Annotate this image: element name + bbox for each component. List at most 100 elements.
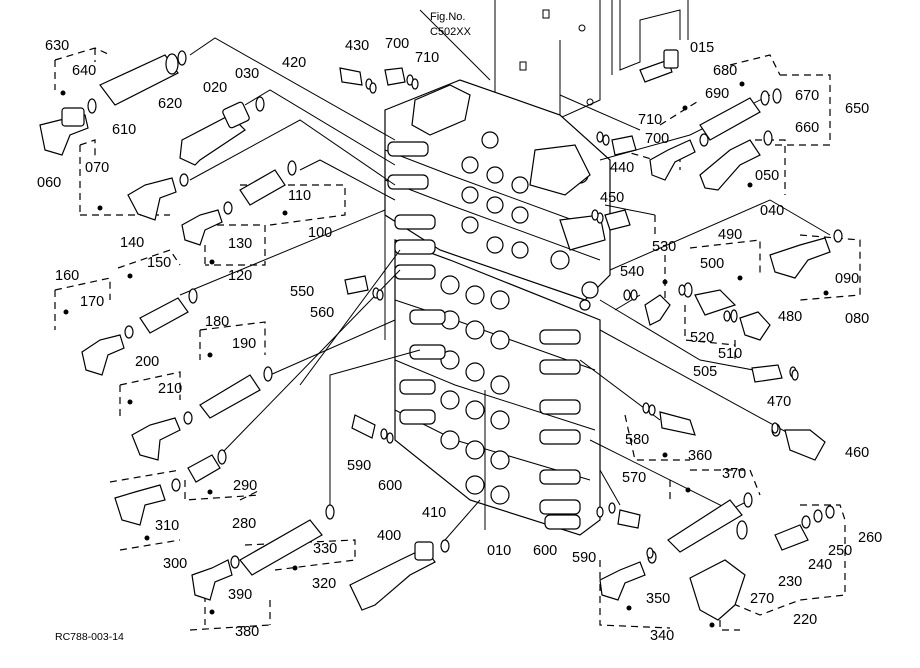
callout-320: 320	[312, 576, 336, 592]
callout-220: 220	[793, 612, 817, 628]
part-700-plug-right	[602, 134, 637, 156]
part-150-adapter	[127, 273, 198, 334]
part-700-plug-top	[384, 67, 414, 86]
callout-160: 160	[55, 268, 79, 284]
callout-440: 440	[610, 160, 634, 176]
part-540-elbow	[630, 279, 671, 326]
part-690-fitting	[649, 105, 709, 181]
callout-300: 300	[163, 556, 187, 572]
part-220-valve-assembly	[689, 505, 835, 628]
callout-600-left: 600	[378, 478, 402, 494]
part-200-elbow	[127, 399, 193, 461]
part-590-plug-left	[351, 414, 388, 440]
callout-400: 400	[377, 528, 401, 544]
callout-080: 080	[845, 311, 869, 327]
callout-710-top: 710	[415, 50, 439, 66]
callout-340: 340	[650, 628, 674, 644]
spool-caps	[539, 329, 581, 530]
callout-560: 560	[310, 305, 334, 321]
callout-380: 380	[235, 624, 259, 640]
callout-550: 550	[290, 284, 314, 300]
callout-410: 410	[422, 505, 446, 521]
callout-430: 430	[345, 38, 369, 54]
part-130-fitting	[181, 201, 233, 265]
callout-200: 200	[135, 354, 159, 370]
control-valve-body	[384, 79, 611, 536]
drawing-code: RC788-003-14	[55, 631, 124, 643]
callout-650: 650	[845, 101, 869, 117]
part-630-elbow	[39, 90, 97, 156]
callout-700-top: 700	[385, 36, 409, 52]
mounting-bracket	[494, 0, 689, 119]
callout-690: 690	[705, 86, 729, 102]
callout-570: 570	[622, 470, 646, 486]
callout-620: 620	[158, 96, 182, 112]
callout-660: 660	[795, 120, 819, 136]
callout-290: 290	[233, 478, 257, 494]
callout-130: 130	[228, 236, 252, 252]
part-680-tube	[699, 81, 782, 141]
part-480-plug	[751, 364, 797, 383]
callout-670: 670	[795, 88, 819, 104]
callout-270: 270	[750, 591, 774, 607]
callout-530: 530	[652, 239, 676, 255]
callout-070: 070	[85, 160, 109, 176]
callout-110: 110	[288, 188, 311, 204]
part-390-elbow	[191, 555, 240, 615]
callout-330: 330	[313, 541, 337, 557]
callout-360: 360	[688, 448, 712, 464]
callout-600-right: 600	[533, 543, 557, 559]
part-015-bolt	[639, 49, 679, 83]
callout-050: 050	[755, 168, 779, 184]
part-510-elbow	[730, 309, 771, 341]
callout-020: 020	[203, 80, 227, 96]
callout-150: 150	[147, 255, 171, 271]
callout-510: 510	[718, 346, 742, 362]
figure-title-line1: Fig.No.	[430, 11, 465, 23]
spool-ends-left	[387, 141, 446, 425]
callout-590-right: 590	[572, 550, 596, 566]
callout-labels: 630 640 610 620 020 030 420 430 700 710 …	[37, 36, 882, 644]
callout-030: 030	[235, 66, 259, 82]
part-160-elbow	[63, 309, 134, 376]
part-070-elbow	[97, 173, 189, 221]
callout-540: 540	[620, 264, 644, 280]
callout-470: 470	[767, 394, 791, 410]
o-rings	[369, 78, 799, 559]
part-090-elbow	[769, 229, 843, 296]
part-550-plug	[344, 275, 380, 299]
callout-610: 610	[112, 122, 136, 138]
callout-490: 490	[718, 227, 742, 243]
callout-280: 280	[232, 516, 256, 532]
part-110-adapter	[239, 160, 297, 216]
figure-title-line2: C502XX	[430, 26, 472, 38]
callout-015: 015	[690, 40, 714, 56]
callout-040: 040	[760, 203, 784, 219]
callout-480: 480	[778, 309, 802, 325]
callout-250: 250	[828, 543, 852, 559]
part-590-plug-right	[608, 502, 641, 529]
callout-505: 505	[693, 364, 717, 380]
callout-520: 520	[690, 330, 714, 346]
part-370-tube	[667, 487, 753, 553]
callout-350: 350	[646, 591, 670, 607]
callout-060: 060	[37, 175, 61, 191]
callout-640: 640	[72, 63, 96, 79]
callout-460: 460	[845, 445, 869, 461]
callout-700-right: 700	[645, 131, 669, 147]
callout-120: 120	[228, 268, 252, 284]
callout-420: 420	[282, 55, 306, 71]
part-020-fitting	[179, 96, 265, 166]
callout-210: 210	[158, 381, 182, 397]
callout-140: 140	[120, 235, 144, 251]
callout-100: 100	[308, 225, 332, 241]
part-400-fitting	[349, 539, 450, 611]
callout-590-left: 590	[347, 458, 371, 474]
callout-500: 500	[700, 256, 724, 272]
part-610-adapter-tube	[99, 50, 187, 106]
part-420-plug	[339, 67, 373, 90]
callout-190: 190	[232, 336, 256, 352]
callout-390: 390	[228, 587, 252, 603]
